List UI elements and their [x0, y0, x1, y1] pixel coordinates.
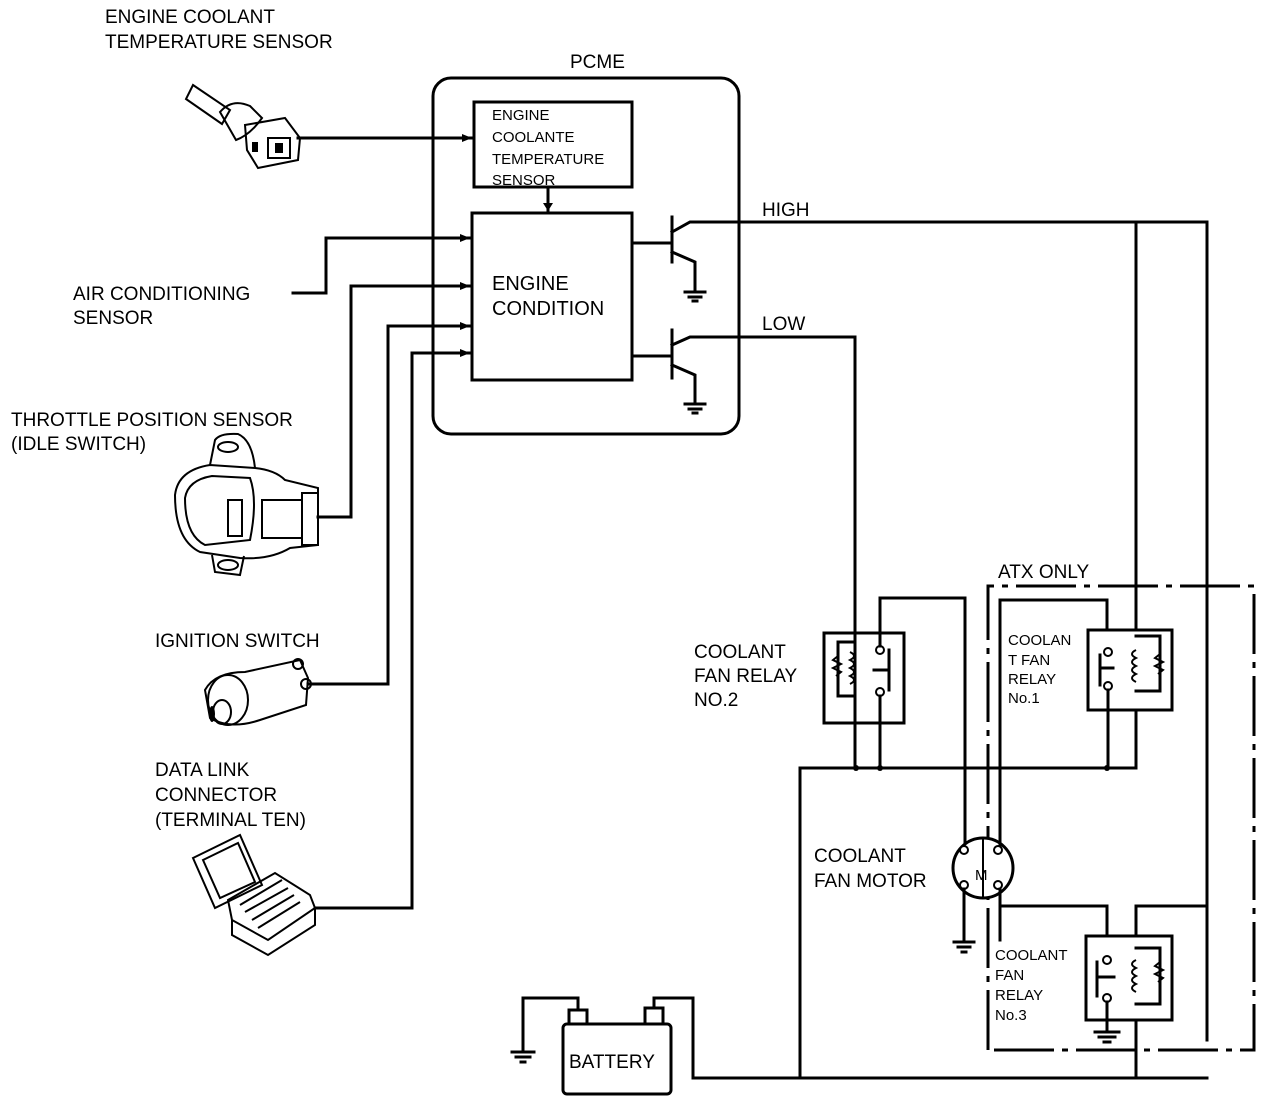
- ect-sensor-label: ENGINE COOLANT TEMPERATURE SENSOR: [105, 7, 333, 53]
- battery-ground-icon: [510, 1050, 536, 1064]
- battery-positive-wire: [652, 996, 802, 1080]
- relay2-coil-icon: [830, 640, 857, 698]
- relay2-label: COOLANT FAN RELAY NO.2: [694, 642, 797, 711]
- ac-sensor-label: AIR CONDITIONING SENSOR: [73, 284, 250, 329]
- low-transistor-icon: [630, 328, 742, 415]
- svg-text:COOLAN: COOLAN: [1008, 632, 1071, 649]
- svg-text:No.1: No.1: [1008, 690, 1040, 707]
- ect-sensor-label-line1: ENGINE COOLANT: [105, 7, 275, 28]
- motor-to-relay3-wire: [998, 887, 1109, 942]
- ignition-switch-label-line1: IGNITION SWITCH: [155, 631, 320, 652]
- svg-text:No.3: No.3: [995, 1007, 1027, 1024]
- svg-text:RELAY: RELAY: [995, 987, 1043, 1004]
- atx-only-boundary: [986, 584, 1256, 1052]
- svg-text:SENSOR: SENSOR: [492, 172, 556, 189]
- ac-sensor-label-line2: SENSOR: [73, 308, 153, 329]
- motor-ground-icon: [952, 940, 976, 954]
- relay3-ground-icon: [1093, 1030, 1121, 1044]
- data-link-connector-icon: [191, 833, 317, 957]
- svg-text:RELAY: RELAY: [1008, 671, 1056, 688]
- high-transistor-icon: [630, 215, 742, 303]
- relay3-coil-icon: [1131, 946, 1166, 1006]
- pcme-ect-block-label: ENGINE COOLANTE TEMPERATURE SENSOR: [492, 107, 604, 189]
- tps-label-line2: (IDLE SWITCH): [11, 434, 146, 455]
- high-signal-label: HIGH: [762, 200, 810, 221]
- tps-label: THROTTLE POSITION SENSOR (IDLE SWITCH): [11, 410, 293, 455]
- engine-condition-block: [470, 211, 634, 382]
- svg-text:CONDITION: CONDITION: [492, 298, 604, 320]
- svg-text:COOLANT: COOLANT: [814, 846, 906, 867]
- relay2-switch-icon: [872, 645, 891, 697]
- pcme-title: PCME: [570, 52, 625, 73]
- ac-sensor-label-line1: AIR CONDITIONING: [73, 284, 250, 305]
- relay1-label: COOLAN T FAN RELAY No.1: [1008, 632, 1071, 707]
- battery-negative-wire: [521, 996, 580, 1052]
- engine-condition-label: ENGINE CONDITION: [492, 273, 604, 320]
- ect-sensor-icon: [184, 83, 302, 170]
- svg-text:FAN RELAY: FAN RELAY: [694, 666, 797, 687]
- svg-text:FAN MOTOR: FAN MOTOR: [814, 871, 927, 892]
- dlc-label-line2: CONNECTOR: [155, 785, 277, 806]
- motor-label: COOLANT FAN MOTOR: [814, 846, 927, 892]
- high-signal-wire: [738, 220, 1209, 1042]
- svg-text:COOLANTE: COOLANTE: [492, 129, 575, 146]
- svg-text:COOLANT: COOLANT: [694, 642, 786, 663]
- relay1-to-motor-wire: [998, 598, 1109, 942]
- pcme-ect-block: [472, 100, 634, 189]
- relay2-to-motor-wire: [878, 596, 967, 847]
- coolant-fan-relay-1: [1086, 628, 1174, 712]
- svg-text:TEMPERATURE: TEMPERATURE: [492, 151, 604, 168]
- dlc-label-line3: (TERMINAL TEN): [155, 810, 306, 831]
- dlc-wire: [313, 351, 474, 910]
- ignition-switch-icon: [203, 658, 312, 726]
- relay1-switch-icon: [1098, 647, 1115, 691]
- ignition-switch-wire: [306, 324, 474, 686]
- coolant-fan-relay-2: [822, 631, 906, 725]
- motor-symbol: M: [975, 867, 988, 884]
- dlc-label: DATA LINK CONNECTOR (TERMINAL TEN): [155, 760, 306, 831]
- svg-text:ENGINE: ENGINE: [492, 107, 550, 124]
- ac-sensor-wire: [291, 236, 474, 295]
- coolant-fan-motor-icon: M: [951, 836, 1015, 900]
- low-signal-wire: [738, 335, 857, 637]
- ignition-switch-label: IGNITION SWITCH: [155, 631, 320, 652]
- tps-label-line1: THROTTLE POSITION SENSOR: [11, 410, 293, 431]
- battery-feed-wire: [798, 766, 1209, 1080]
- tps-wire: [316, 284, 474, 519]
- battery-label: BATTERY: [569, 1052, 655, 1073]
- low-signal-label: LOW: [762, 314, 805, 335]
- relay1-coil-icon: [1131, 634, 1166, 693]
- relay3-switch-icon: [1095, 955, 1116, 1003]
- atx-only-label: ATX ONLY: [998, 562, 1089, 583]
- svg-text:T FAN: T FAN: [1008, 652, 1050, 669]
- battery-icon: BATTERY: [561, 1006, 673, 1096]
- svg-text:ENGINE: ENGINE: [492, 273, 569, 295]
- throttle-position-sensor-icon: [173, 432, 319, 577]
- svg-text:COOLANT: COOLANT: [995, 947, 1068, 964]
- dlc-label-line1: DATA LINK: [155, 760, 250, 781]
- svg-text:FAN: FAN: [995, 967, 1024, 984]
- ect-sensor-label-line2: TEMPERATURE SENSOR: [105, 32, 333, 53]
- relay3-label: COOLANT FAN RELAY No.3: [995, 947, 1068, 1024]
- svg-text:NO.2: NO.2: [694, 690, 738, 711]
